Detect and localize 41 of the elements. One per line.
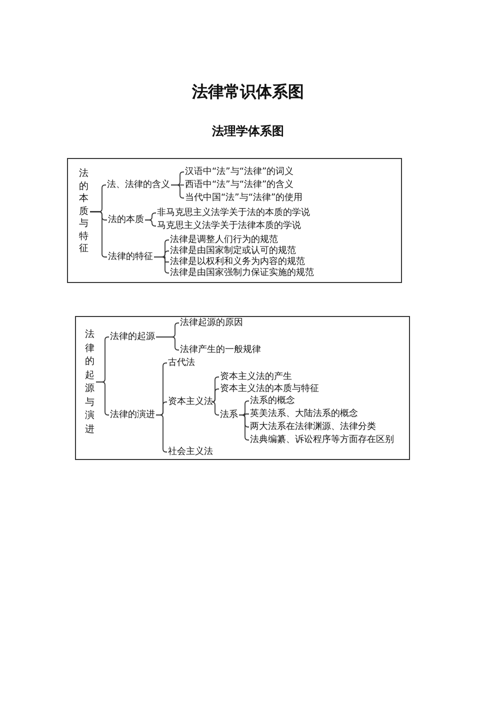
topic-text: 非马克思主义法学关于法的本质的学说 bbox=[157, 207, 310, 219]
subtitle: 法理学体系图 bbox=[211, 123, 285, 140]
topic-text: 法的本质 bbox=[108, 214, 144, 226]
topic-text: 法律是调整人们行为的规范 bbox=[170, 234, 278, 246]
topic-text: 英美法系、大陆法系的概念 bbox=[250, 408, 358, 420]
topic-text: 法律是由国家制定或认可的规范 bbox=[170, 245, 296, 257]
topic-text: 法、法律的含义 bbox=[107, 179, 170, 191]
topic-text: 两大法系在法律渊源、法律分类 bbox=[250, 421, 376, 433]
topic-text: 法律的演进 bbox=[110, 409, 155, 421]
topic-text: 西语中“法”与“法律”的含义 bbox=[185, 179, 294, 191]
topic-text: 汉语中“法”与“法律”的词义 bbox=[185, 166, 294, 178]
topic-text: 法律的特征 bbox=[108, 251, 153, 263]
topic-text: 法典编纂、诉讼程序等方面存在区别 bbox=[250, 434, 394, 446]
topic-text: 社会主义法 bbox=[168, 446, 213, 458]
outline-frame bbox=[67, 158, 402, 283]
outline-frame bbox=[75, 316, 410, 460]
topic-text: 法律起源的原因 bbox=[180, 317, 243, 329]
topic-text: 法律是以权利和义务为内容的规范 bbox=[170, 256, 305, 268]
topic-text: 法律的起源 bbox=[110, 331, 155, 343]
topic-text: 马克思主义法学关于法律本质的学说 bbox=[157, 220, 301, 232]
brace-line bbox=[156, 414, 168, 452]
topic-text: 法律产生的一般规律 bbox=[180, 344, 261, 356]
topic-text: 法系 bbox=[220, 409, 238, 421]
brace-line bbox=[154, 256, 170, 274]
topic-text: 法系的概念 bbox=[250, 395, 295, 407]
topic-text: 资本主义法的产生 bbox=[220, 371, 292, 383]
brace-line bbox=[156, 336, 180, 350]
brace-line bbox=[212, 402, 220, 416]
brace-line bbox=[212, 388, 220, 402]
vertical-heading: 法律的起源与演进 bbox=[85, 328, 95, 436]
vertical-heading: 法的本质与特征 bbox=[79, 168, 89, 256]
topic-text: 当代中国“法”与“法律”的使用 bbox=[185, 192, 303, 204]
page-title: 法律常识体系图 bbox=[191, 82, 305, 103]
brace-line bbox=[96, 382, 110, 416]
brace-line bbox=[238, 414, 250, 440]
topic-text: 资本主义法的本质与特征 bbox=[220, 383, 319, 395]
topic-text: 古代法 bbox=[168, 357, 195, 369]
brace-line bbox=[144, 220, 156, 226]
brace-line bbox=[170, 184, 184, 198]
topic-text: 法律是由国家强制力保证实施的规范 bbox=[170, 267, 314, 279]
topic-text: 资本主义法 bbox=[168, 396, 213, 408]
